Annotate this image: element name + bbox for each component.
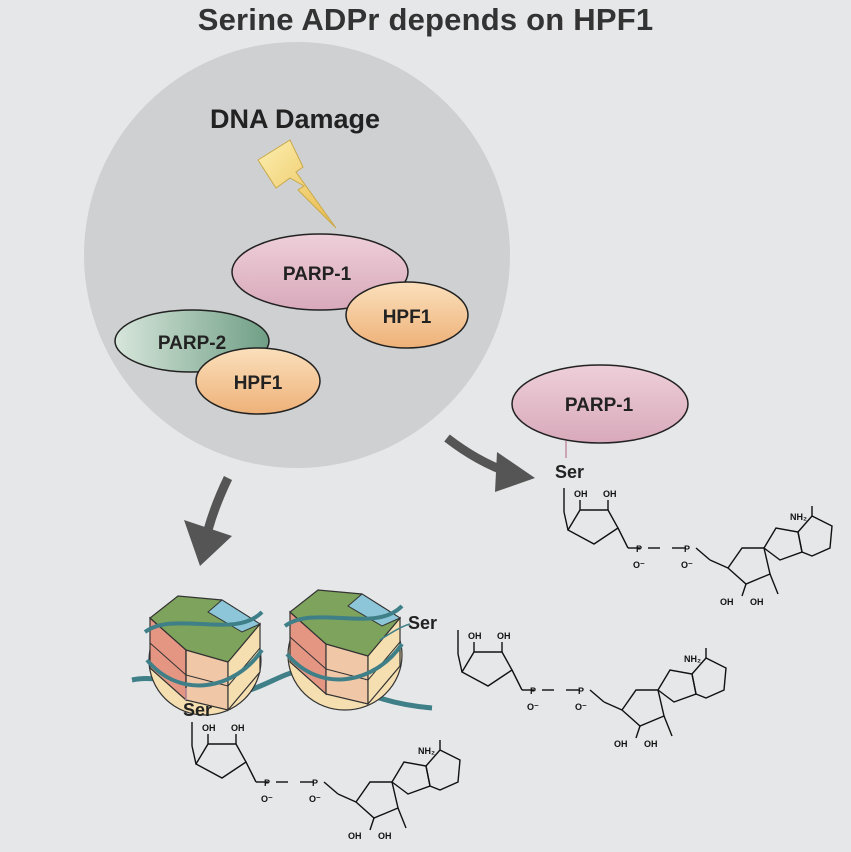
o-minus-label: O⁻	[633, 560, 645, 570]
p-label: P	[636, 544, 642, 554]
oh-label: OH	[614, 739, 628, 749]
hpf1-label-right: HPF1	[383, 307, 432, 328]
dna-damage-label: DNA Damage	[210, 104, 380, 134]
arrow-down-head	[184, 520, 232, 566]
oh-label: OH	[644, 739, 658, 749]
figure-title: Serine ADPr depends on HPF1	[197, 2, 654, 37]
hpf1-protein-left	[195, 347, 321, 415]
parp1-label-complex: PARP-1	[283, 264, 352, 285]
histone-ser-label-left: Ser	[183, 700, 212, 720]
adp-ribose-structure-histone-right	[457, 630, 727, 739]
o-minus-label: O⁻	[681, 560, 693, 570]
nh2-label: NH₂	[790, 512, 807, 522]
oh-label: OH	[202, 723, 216, 733]
adpr-labels-parp1: OH OH P P O⁻ O⁻ NH₂ OH OH	[574, 489, 807, 607]
oh-label: OH	[468, 631, 482, 641]
o-minus-label: O⁻	[261, 794, 273, 804]
p-label: P	[578, 686, 584, 696]
hpf1-label-left: HPF1	[234, 373, 283, 394]
arrow-down-shaft	[203, 476, 233, 532]
adpr-labels-histone-right: OH OH P P O⁻ O⁻ NH₂ OH OH	[468, 631, 701, 749]
nh2-label: NH₂	[418, 746, 435, 756]
p-label: P	[264, 778, 270, 788]
o-minus-label: O⁻	[309, 794, 321, 804]
p-label: P	[530, 686, 536, 696]
parp1-protein-modified	[511, 364, 689, 444]
oh-label: OH	[231, 723, 245, 733]
parp2-label: PARP-2	[158, 333, 226, 354]
parp1-ser-label: Ser	[555, 462, 584, 482]
adp-ribose-structure-histone-left	[191, 722, 461, 831]
oh-label: OH	[378, 831, 392, 841]
oh-label: OH	[497, 631, 511, 641]
p-label: P	[684, 544, 690, 554]
adp-ribose-structure-parp1	[563, 488, 833, 597]
nh2-label: NH₂	[684, 654, 701, 664]
arrow-right-head	[495, 452, 535, 492]
parp1-label-modified: PARP-1	[565, 395, 634, 416]
nucleosome-left	[143, 595, 264, 716]
p-label: P	[312, 778, 318, 788]
oh-label: OH	[720, 597, 734, 607]
nucleosome-right	[283, 589, 411, 711]
adpr-labels-histone-left: OH OH P P O⁻ O⁻ NH₂ OH OH	[202, 723, 435, 841]
hpf1-protein-right	[345, 281, 469, 349]
lightning-icon	[257, 139, 337, 229]
histone-ser-label-right: Ser	[408, 613, 437, 633]
o-minus-label: O⁻	[575, 702, 587, 712]
o-minus-label: O⁻	[527, 702, 539, 712]
oh-label: OH	[574, 489, 588, 499]
oh-label: OH	[750, 597, 764, 607]
oh-label: OH	[603, 489, 617, 499]
oh-label: OH	[348, 831, 362, 841]
